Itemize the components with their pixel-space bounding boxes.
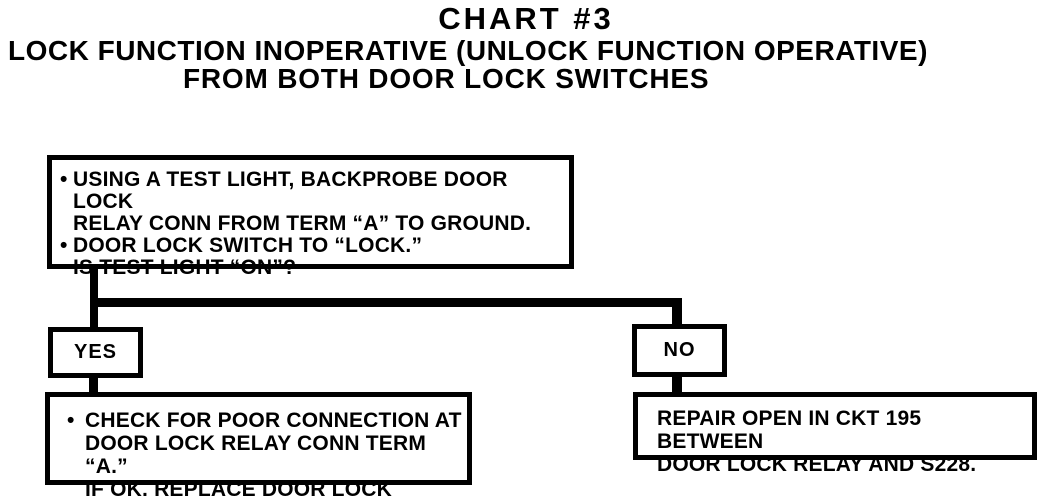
bullet-icon: • <box>60 234 68 257</box>
procedure-step-1-line-2: RELAY CONN FROM TERM “A” TO GROUND. <box>73 212 532 235</box>
no-action-box: REPAIR OPEN IN CKT 195 BETWEEN DOOR LOCK… <box>633 392 1037 476</box>
procedure-step-2-line-2: IS TEST LIGHT “ON”? <box>73 256 297 279</box>
no-action-content: REPAIR OPEN IN CKT 195 BETWEEN DOOR LOCK… <box>638 397 1032 476</box>
yes-action-step: • CHECK FOR POOR CONNECTION AT DOOR LOCK… <box>67 409 463 496</box>
yes-action-content: • CHECK FOR POOR CONNECTION AT DOOR LOCK… <box>50 397 467 496</box>
procedure-step-1-text: USING A TEST LIGHT, BACKPROBE DOOR LOCK … <box>73 169 565 235</box>
connector-vertical-to-no <box>672 302 682 326</box>
procedure-step-1: • USING A TEST LIGHT, BACKPROBE DOOR LOC… <box>60 169 565 235</box>
yes-branch-label: YES <box>73 341 118 363</box>
connector-horizontal-branch <box>90 298 682 307</box>
yes-action-line-2: DOOR LOCK RELAY CONN TERM “A.” <box>85 432 427 478</box>
test-procedure-content: • USING A TEST LIGHT, BACKPROBE DOOR LOC… <box>52 160 569 279</box>
bullet-icon: • <box>67 409 75 432</box>
no-branch-label: NO <box>663 339 696 361</box>
connector-vertical-from-question <box>90 266 98 329</box>
no-action-line-1: REPAIR OPEN IN CKT 195 BETWEEN <box>657 407 922 453</box>
yes-action-text: CHECK FOR POOR CONNECTION AT DOOR LOCK R… <box>85 409 463 496</box>
bullet-icon: • <box>60 168 68 191</box>
yes-action-line-3: IF OK, REPLACE DOOR LOCK RELAY. <box>85 478 392 496</box>
yes-action-line-1: CHECK FOR POOR CONNECTION AT <box>85 409 462 432</box>
no-branch-box: NO <box>632 324 727 377</box>
procedure-step-2-text: DOOR LOCK SWITCH TO “LOCK.” IS TEST LIGH… <box>73 235 565 279</box>
procedure-step-2: • DOOR LOCK SWITCH TO “LOCK.” IS TEST LI… <box>60 235 565 279</box>
yes-action-box: • CHECK FOR POOR CONNECTION AT DOOR LOCK… <box>45 392 472 496</box>
page-title-line-2: FROM BOTH DOOR LOCK SWITCHES <box>183 63 710 94</box>
procedure-step-1-line-1: USING A TEST LIGHT, BACKPROBE DOOR LOCK <box>73 168 508 213</box>
connector-vertical-no-to-action <box>672 375 682 394</box>
procedure-step-2-line-1: DOOR LOCK SWITCH TO “LOCK.” <box>73 234 423 257</box>
no-action-line-2: DOOR LOCK RELAY AND S228. <box>657 453 977 476</box>
test-procedure-box: • USING A TEST LIGHT, BACKPROBE DOOR LOC… <box>47 155 574 279</box>
page-title-line-1: LOCK FUNCTION INOPERATIVE (UNLOCK FUNCTI… <box>8 35 928 66</box>
yes-branch-box: YES <box>48 327 143 378</box>
connector-vertical-yes-to-action <box>89 376 98 394</box>
chart-number-title: CHART #3 <box>438 1 614 36</box>
